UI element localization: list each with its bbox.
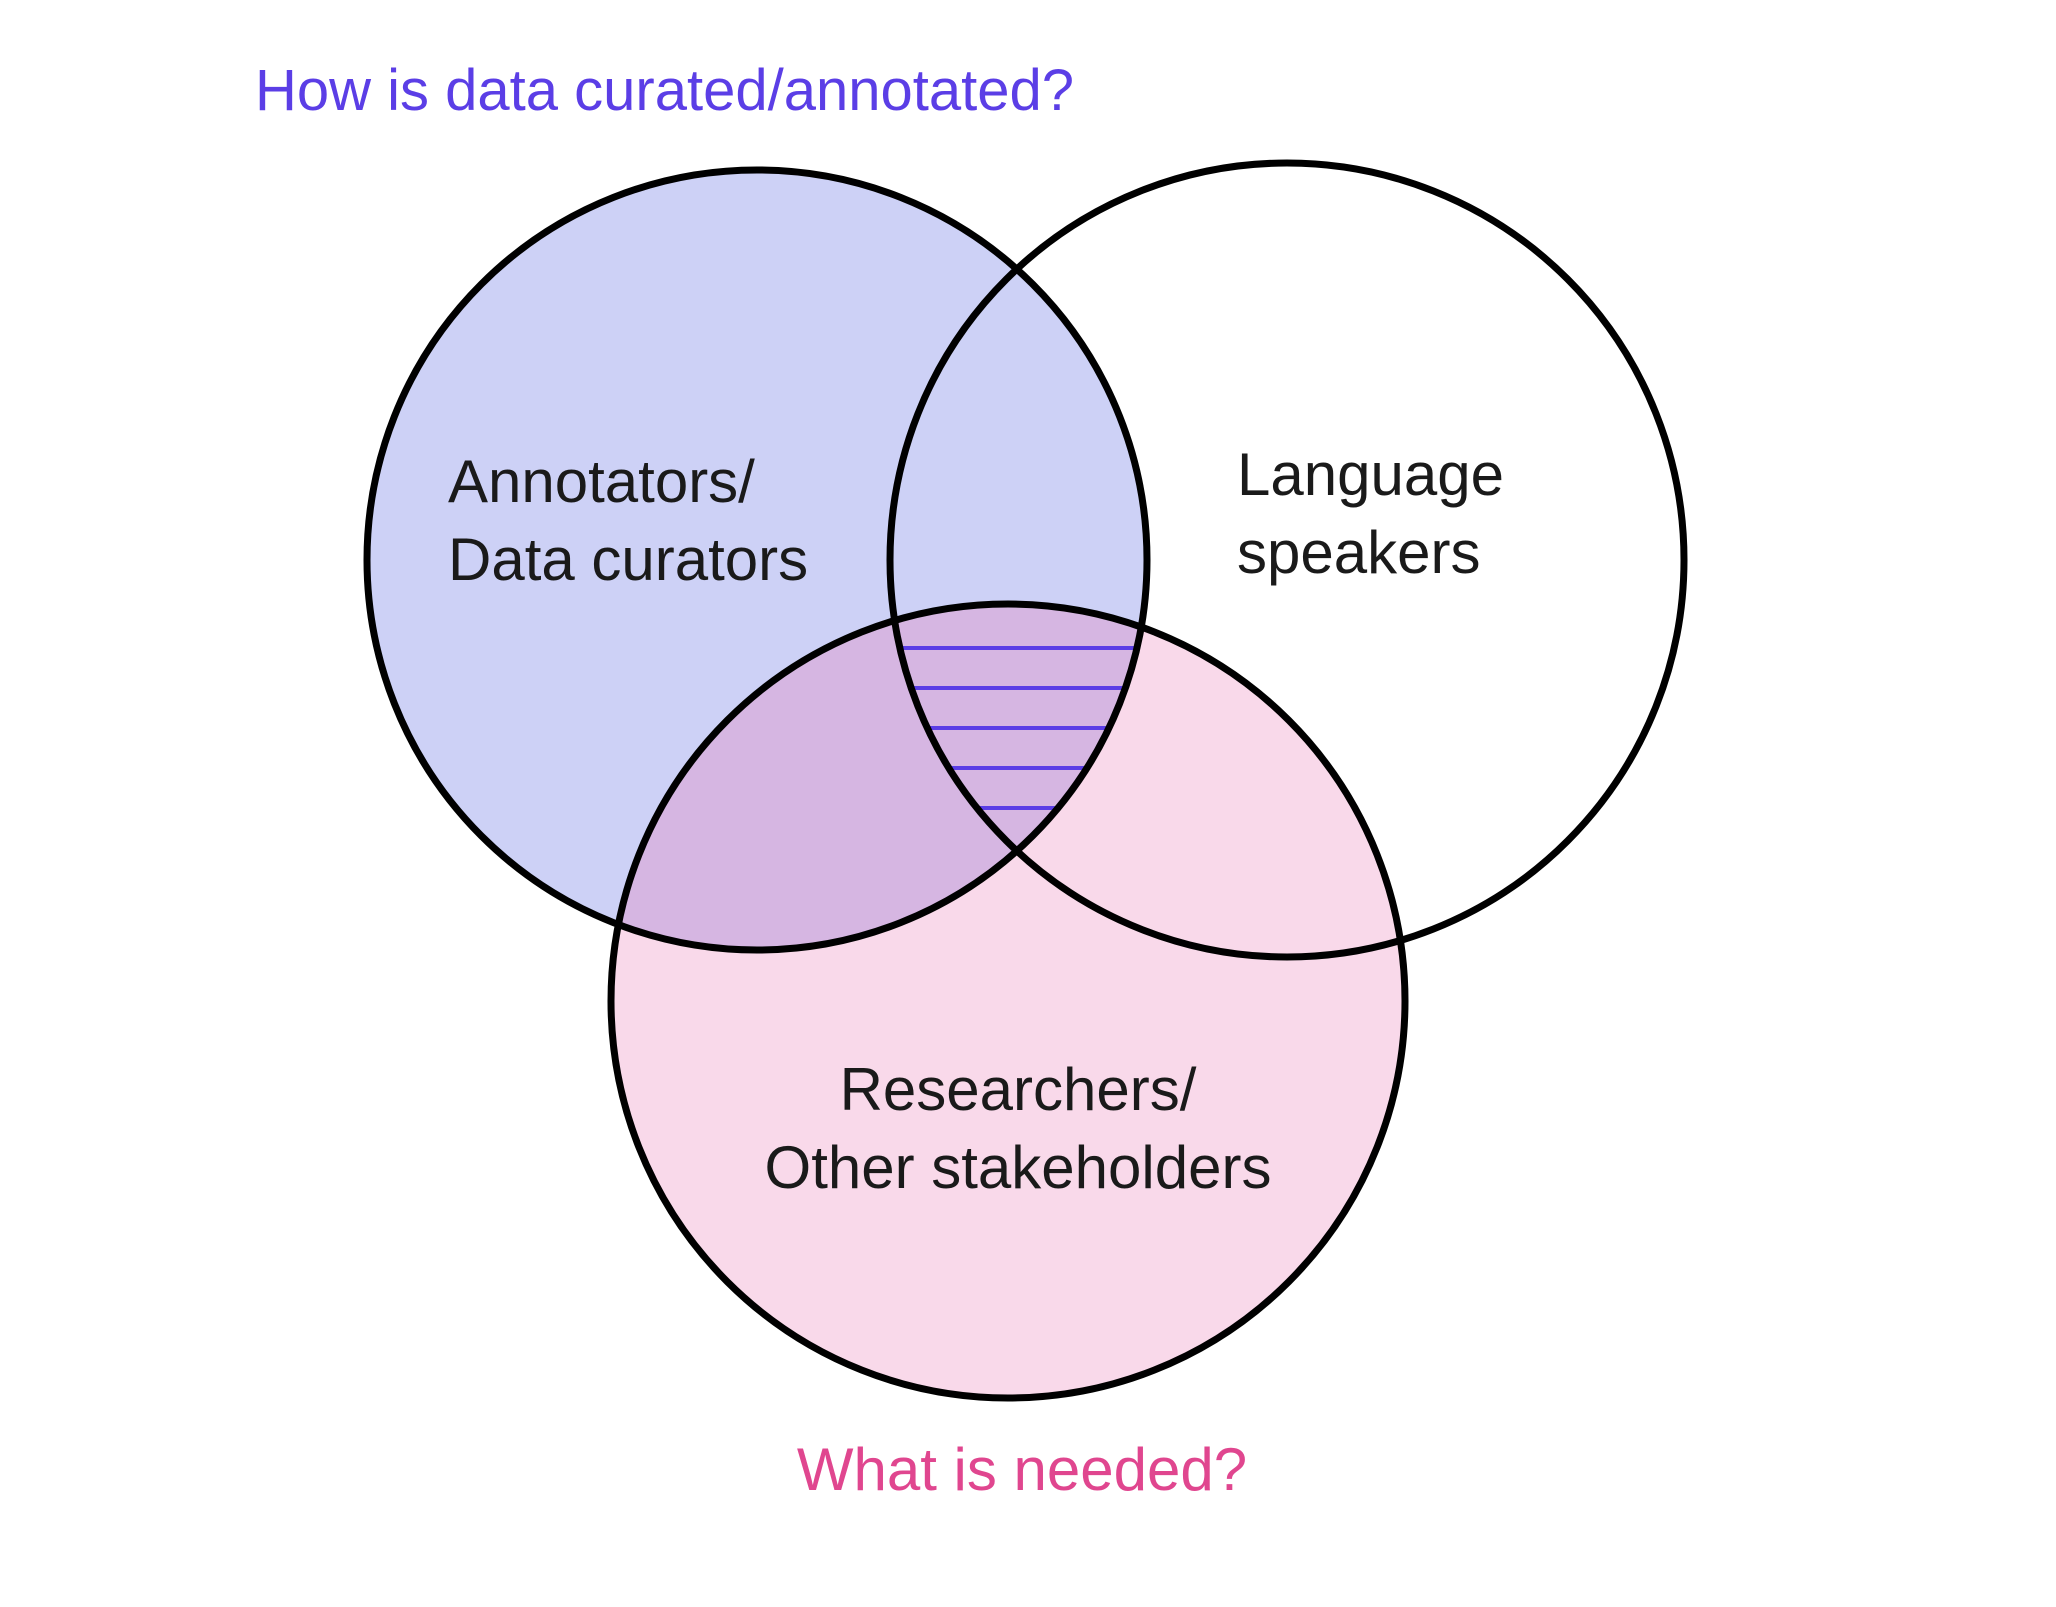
speakers-label-line2: speakers bbox=[1237, 519, 1480, 586]
annotators-circle-outline bbox=[363, 166, 1151, 954]
researchers-label-line1: Researchers/ bbox=[840, 1056, 1197, 1123]
annotators-label-line2: Data curators bbox=[448, 526, 808, 593]
researchers-label-line2: Other stakeholders bbox=[765, 1134, 1272, 1201]
speakers-label-line1: Language bbox=[1237, 441, 1504, 508]
speakers-circle-outline bbox=[886, 159, 1688, 961]
question-top: How is data curated/annotated? bbox=[255, 58, 1074, 123]
annotators-label-line1: Annotators/ bbox=[448, 448, 755, 515]
question-bottom: What is needed? bbox=[797, 1436, 1247, 1503]
researchers-circle-outline bbox=[607, 600, 1409, 1402]
annotators-researchers-overlap bbox=[611, 604, 1147, 950]
